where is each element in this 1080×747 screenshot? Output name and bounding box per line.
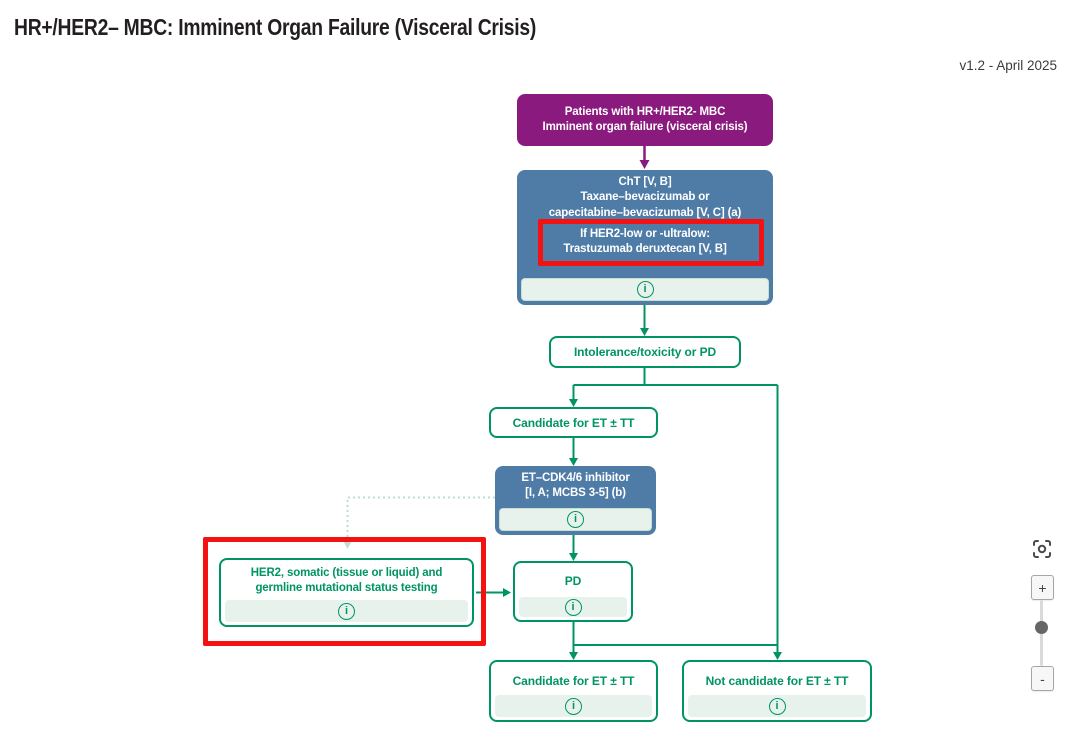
node-patients: Patients with HR+/HER2- MBC Imminent org… bbox=[517, 94, 773, 146]
node-her2-testing-line2: germline mutational status testing bbox=[255, 582, 438, 595]
zoom-out-button[interactable]: - bbox=[1031, 666, 1054, 691]
node-cht-line3: capecitabine–bevacizumab [V, C] (a) bbox=[548, 206, 742, 219]
info-icon[interactable]: i bbox=[565, 697, 582, 715]
node-et-cdk46-line2: [I, A; MCBS 3-5] (b) bbox=[525, 487, 626, 500]
node-intolerance-label: Intolerance/toxicity or PD bbox=[573, 345, 717, 359]
node-cht-highlight2: Trastuzumab deruxtecan [V, B] bbox=[563, 243, 727, 256]
node-cht: ChT [V, B] Taxane–bevacizumab or capecit… bbox=[517, 170, 773, 305]
zoom-slider-handle[interactable] bbox=[1035, 621, 1048, 634]
node-cht-line2: Taxane–bevacizumab or bbox=[580, 191, 710, 204]
node-intolerance: Intolerance/toxicity or PD bbox=[549, 336, 741, 368]
highlight-rect-her2-testing bbox=[203, 537, 486, 646]
node-candidate-bottom: Candidate for ET ± TT i bbox=[489, 660, 658, 722]
node-pd: PD i bbox=[513, 561, 633, 622]
info-icon[interactable]: i bbox=[564, 598, 582, 616]
node-candidate-bottom-label: Candidate for ET ± TT bbox=[512, 674, 635, 688]
node-her2-testing-line1: HER2, somatic (tissue or liquid) and bbox=[250, 567, 443, 579]
not-candidate-bottom-info-button[interactable]: i bbox=[688, 695, 866, 717]
node-et-cdk46: ET–CDK4/6 inhibitor [I, A; MCBS 3-5] (b)… bbox=[495, 466, 656, 535]
node-candidate-mid: Candidate for ET ± TT bbox=[489, 407, 658, 438]
node-not-candidate-bottom-label: Not candidate for ET ± TT bbox=[705, 674, 849, 688]
center-focus-icon bbox=[1033, 540, 1051, 558]
version-label: v1.2 - April 2025 bbox=[959, 58, 1057, 73]
node-candidate-mid-label: Candidate for ET ± TT bbox=[512, 415, 635, 430]
node-her2-testing: HER2, somatic (tissue or liquid) and ger… bbox=[219, 558, 474, 627]
info-icon[interactable]: i bbox=[567, 511, 584, 528]
node-cht-line1: ChT [V, B] bbox=[618, 176, 672, 188]
et-cdk46-info-button[interactable]: i bbox=[499, 508, 652, 531]
node-patients-line2: Imminent organ failure (visceral crisis) bbox=[542, 121, 748, 133]
cht-info-button[interactable]: i bbox=[521, 278, 769, 301]
info-icon[interactable]: i bbox=[338, 602, 355, 620]
info-icon[interactable]: i bbox=[636, 281, 654, 298]
candidate-bottom-info-button[interactable]: i bbox=[495, 695, 652, 717]
pd-info-button[interactable]: i bbox=[519, 597, 627, 617]
node-et-cdk46-line1: ET–CDK4/6 inhibitor bbox=[521, 472, 630, 484]
info-icon[interactable]: i bbox=[768, 697, 786, 715]
her2-testing-info-button[interactable]: i bbox=[225, 600, 468, 622]
zoom-in-button[interactable]: + bbox=[1031, 575, 1054, 600]
node-not-candidate-bottom: Not candidate for ET ± TT i bbox=[682, 660, 872, 722]
node-patients-line1: Patients with HR+/HER2- MBC bbox=[564, 105, 726, 118]
highlight-rect-trastuzumab bbox=[538, 219, 764, 266]
node-cht-highlight1: If HER2-low or -ultralow: bbox=[580, 227, 710, 240]
fit-to-screen-button[interactable] bbox=[1029, 536, 1055, 562]
page-title: HR+/HER2– MBC: Imminent Organ Failure (V… bbox=[14, 14, 537, 40]
node-pd-label: PD bbox=[564, 574, 582, 588]
